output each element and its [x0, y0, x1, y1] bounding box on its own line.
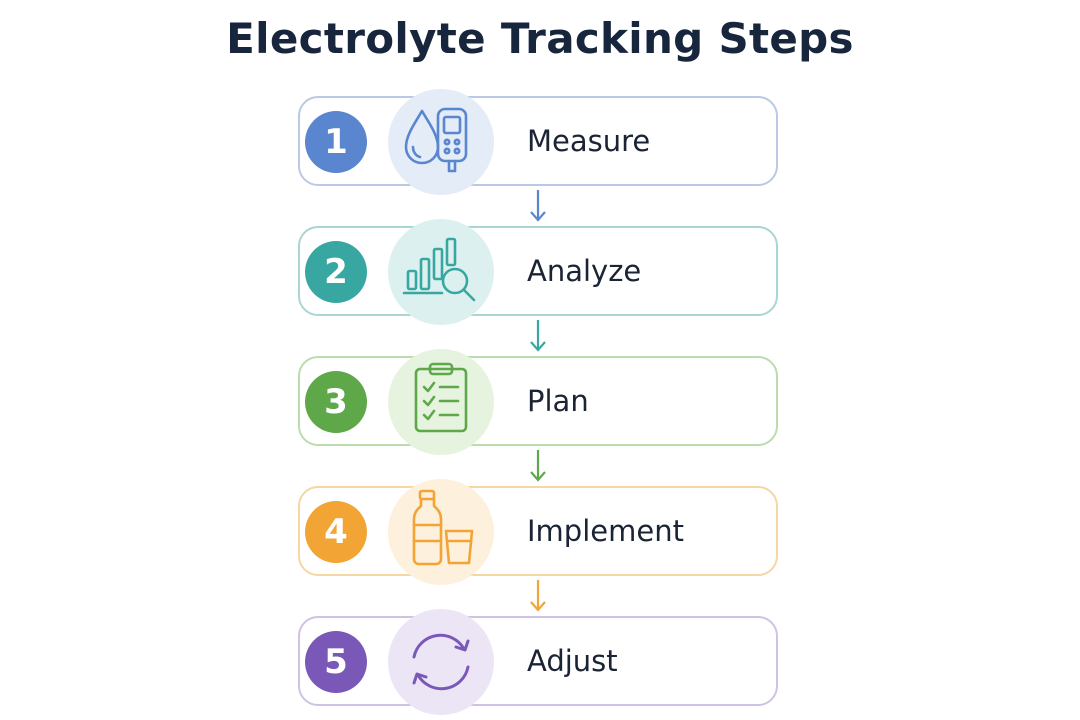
clipboard-checklist-icon	[388, 349, 494, 455]
step-plan: 3 Plan	[298, 349, 778, 455]
droplet-glucometer-icon	[388, 89, 494, 195]
step-number-badge: 2	[305, 241, 367, 303]
down-arrow-icon	[530, 190, 546, 222]
step-measure: 1 Measure	[298, 89, 778, 195]
step-label: Implement	[527, 514, 684, 548]
step-analyze: 2 Analyze	[298, 219, 778, 325]
refresh-cycle-icon	[388, 609, 494, 715]
diagram-title: Electrolyte Tracking Steps	[226, 14, 854, 63]
step-label: Measure	[527, 124, 651, 158]
step-number-badge: 3	[305, 371, 367, 433]
step-label: Analyze	[527, 254, 642, 288]
step-number-badge: 4	[305, 501, 367, 563]
down-arrow-icon	[530, 320, 546, 352]
bar-chart-magnifier-icon	[388, 219, 494, 325]
step-adjust: 5 Adjust	[298, 609, 778, 715]
step-label: Adjust	[527, 644, 618, 678]
down-arrow-icon	[530, 450, 546, 482]
down-arrow-icon	[530, 580, 546, 612]
step-implement: 4 Implement	[298, 479, 778, 585]
step-number-badge: 1	[305, 111, 367, 173]
bottle-glass-icon	[388, 479, 494, 585]
step-number-badge: 5	[305, 631, 367, 693]
step-label: Plan	[527, 384, 589, 418]
